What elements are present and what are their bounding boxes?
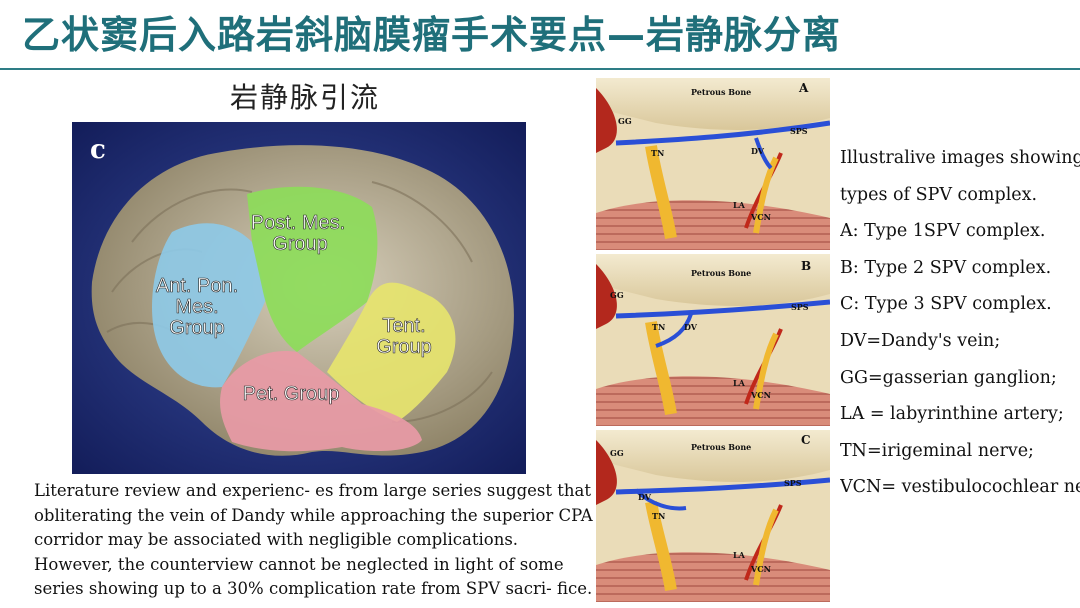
panel-b-gg-label: GG [610, 290, 624, 300]
label-ant-pon-3: Group [169, 317, 225, 339]
label-ant-pon-2: Mes. [175, 296, 218, 318]
legend-line: B: Type 2 SPV complex. [840, 257, 1052, 278]
legend-line: LA = labyrinthine artery; [840, 404, 1064, 425]
panel-c-la-label: LA [733, 550, 746, 560]
figure-legend: Illustralive images showing types of SPV… [840, 140, 1080, 506]
brain-panel-letter: c [90, 135, 106, 165]
panel-a-letter: A [798, 81, 809, 95]
panel-c-tn-label: TN [652, 511, 665, 521]
panel-c-vcn-label: VCN [750, 564, 771, 574]
label-pet: Pet. Group [243, 383, 340, 405]
label-tent-1: Tent. [382, 315, 425, 337]
slide-title: 乙状窦后入路岩斜脑膜瘤手术要点—岩静脉分离 [22, 13, 842, 57]
cerebellar-folia [106, 181, 493, 423]
panel-a: Petrous Bone A GG SPS TN DV LA VCN [596, 78, 830, 250]
panel-a-sps-label: SPS [790, 126, 808, 136]
panel-c-gg-label: GG [610, 448, 624, 458]
region-post-mes [247, 186, 378, 352]
brain-figure-caption: 岩静脉引流 [230, 81, 381, 114]
panel-b-letter: B [801, 259, 811, 273]
panel-a-gg-label: GG [618, 116, 632, 126]
spv-complex-figure: Petrous Bone A GG SPS TN DV LA VCN Petro… [596, 78, 830, 602]
brain-figure: c Post. Mes. Group Ant. Pon. Mes. Group … [72, 122, 526, 474]
literature-paragraph: Literature review and experienc- es from… [34, 481, 593, 598]
label-post-mes-2: Group [272, 233, 328, 255]
panel-b-dv-label: DV [684, 322, 698, 332]
legend-line: VCN= vestibulocochlear nerve [840, 477, 1080, 498]
panel-b-sps-label: SPS [791, 302, 809, 312]
legend-line: Illustralive images showing [840, 148, 1080, 168]
region-tent [327, 282, 456, 422]
panel-b-la-label: LA [733, 378, 746, 388]
label-tent-2: Group [376, 336, 432, 358]
legend-line: A: Type 1SPV complex. [840, 221, 1046, 242]
label-post-mes-1: Post. Mes. [251, 212, 345, 234]
panel-b: Petrous Bone B GG SPS TN DV LA VCN [596, 254, 830, 426]
panel-a-dv-label: DV [751, 146, 765, 156]
panel-a-tn-label: TN [651, 148, 664, 158]
panel-a-la-label: LA [733, 200, 746, 210]
panel-c: Petrous Bone C GG SPS TN DV LA VCN [596, 430, 830, 602]
panel-c-petrous-label: Petrous Bone [691, 442, 751, 452]
panel-b-vcn-label: VCN [750, 390, 771, 400]
panel-a-vcn-label: VCN [750, 212, 771, 222]
panel-c-dv-label: DV [638, 492, 652, 502]
region-pet [220, 351, 422, 452]
panel-c-letter: C [801, 433, 811, 447]
title-divider [0, 68, 1080, 70]
region-ant-pon-mes [152, 223, 267, 388]
legend-line: DV=Dandy's vein; [840, 330, 1001, 351]
legend-line: GG=gasserian ganglion; [840, 367, 1057, 388]
panel-a-petrous-label: Petrous Bone [691, 87, 751, 97]
legend-line: TN=irigeminal nerve; [840, 440, 1034, 461]
label-ant-pon-1: Ant. Pon. [156, 275, 238, 297]
panel-b-tn-label: TN [652, 322, 665, 332]
panel-c-sps-label: SPS [784, 478, 802, 488]
panel-b-petrous-label: Petrous Bone [691, 268, 751, 278]
legend-line: C: Type 3 SPV complex. [840, 294, 1052, 315]
legend-line: types of SPV complex. [840, 184, 1038, 205]
